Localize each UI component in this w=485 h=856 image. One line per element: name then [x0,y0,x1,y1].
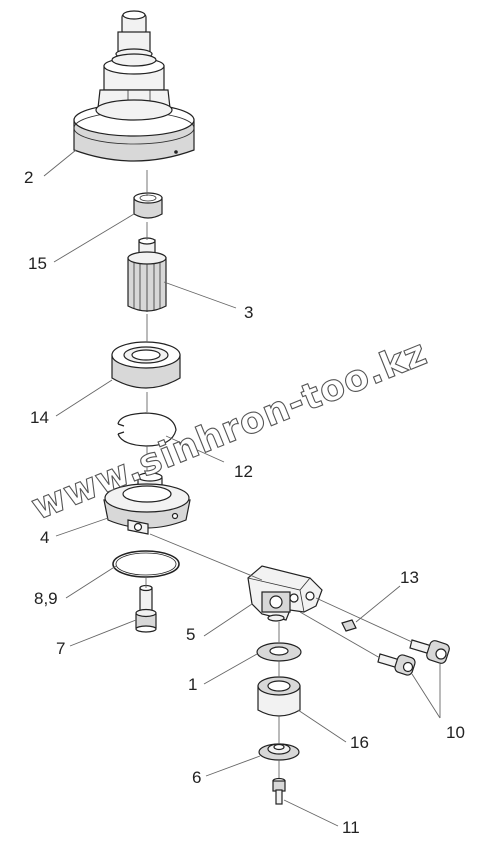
callout-16: 16 [350,733,369,752]
callout-labels: 2 15 3 14 12 4 8,9 7 5 13 1 10 16 6 11 [24,168,465,837]
callout-11: 11 [342,818,360,837]
part-13-set-screw [341,619,357,632]
callout-1: 1 [188,675,197,694]
callout-15: 15 [28,254,47,273]
part-10-bolt-upper [409,639,450,664]
watermark-text: www.sinhron-too.kz [26,332,433,528]
callout-2: 2 [24,168,33,187]
part-6-cap [258,743,300,761]
callout-8-9: 8,9 [34,589,58,608]
callout-3: 3 [244,303,253,322]
part-11-screw [272,777,286,805]
part-10-bolt-lower [377,653,416,676]
part-12-snap-ring [117,412,177,447]
part-4-bracket [103,472,191,535]
part-16-filter [257,676,301,717]
part-15-bushing [133,192,163,219]
callout-12: 12 [234,462,253,481]
callout-10: 10 [446,723,465,742]
leader-lines [43,149,441,827]
part-3-pinion-gear [127,237,167,312]
callout-14: 14 [30,408,49,427]
callout-13: 13 [400,568,419,587]
callout-6: 6 [192,768,201,787]
assembly-lines [145,170,413,778]
part-14-bearing [111,341,181,389]
part-8-9-o-ring [112,550,180,578]
part-7-bolt [135,584,157,633]
callout-7: 7 [56,639,65,658]
part-2-housing [73,10,195,162]
part-5-fitting-block [247,565,323,622]
callout-5: 5 [186,625,195,644]
part-1-washer [256,642,302,662]
callout-4: 4 [40,528,49,547]
